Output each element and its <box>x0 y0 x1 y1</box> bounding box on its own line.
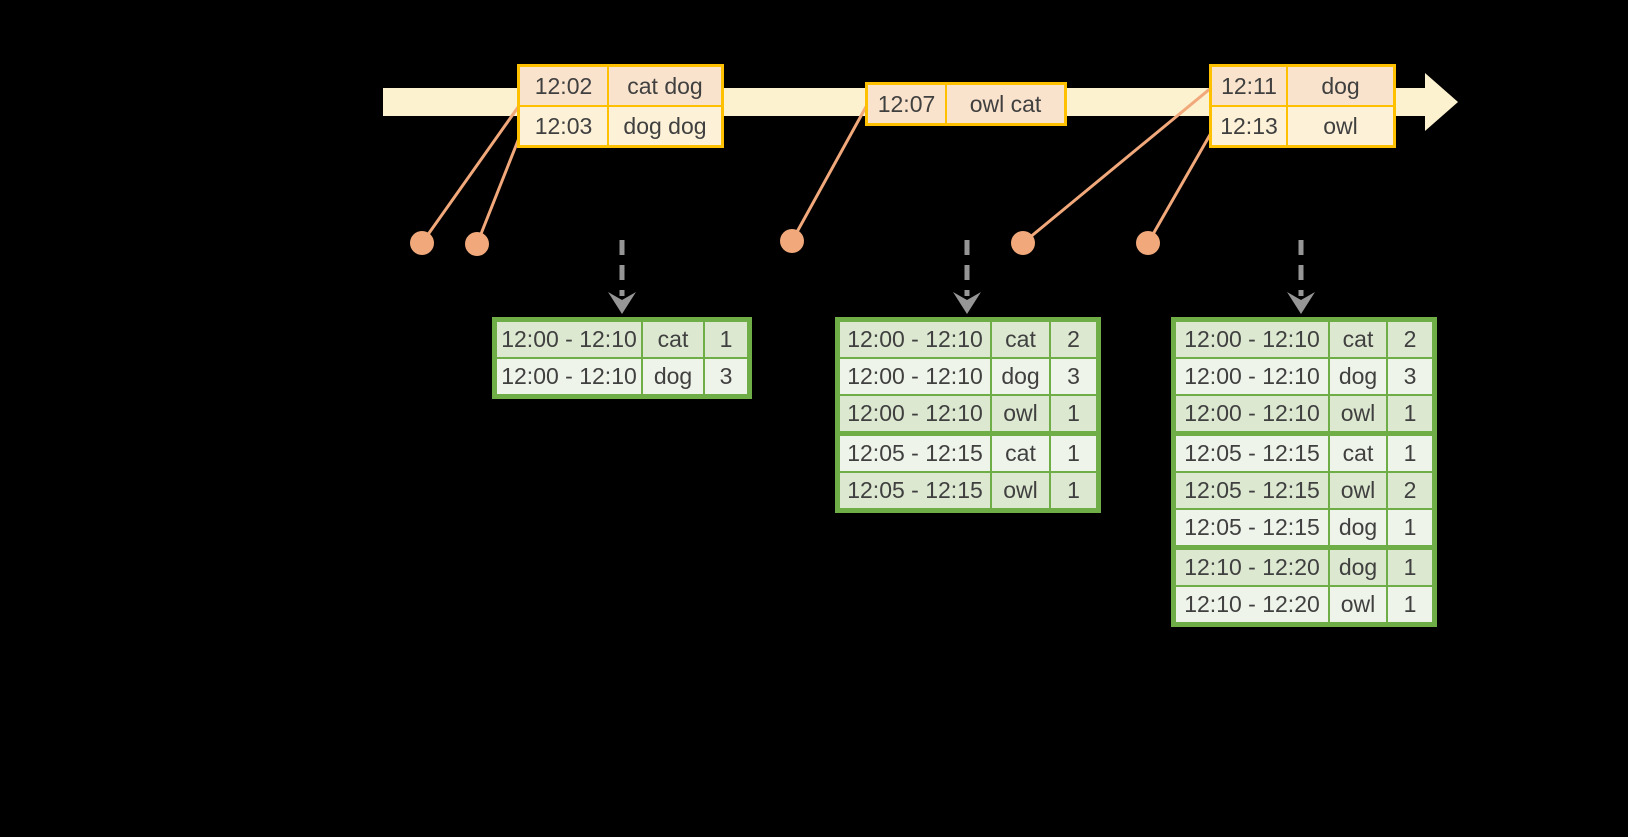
count-cell: 2 <box>1386 318 1436 359</box>
event-dot-icon <box>1136 231 1160 255</box>
event-words-cell: cat dog <box>607 64 724 107</box>
window-cell: 12:00 - 12:10 <box>493 357 643 398</box>
trigger-arrow-icon <box>608 240 636 314</box>
event-connector-lines <box>420 86 1213 245</box>
count-cell: 3 <box>1049 357 1100 396</box>
count-cell: 1 <box>1049 431 1100 473</box>
word-cell: dog <box>641 357 705 398</box>
event-time-cell: 12:02 <box>517 64 609 107</box>
event-words-cell: dog <box>1286 64 1396 107</box>
count-cell: 3 <box>703 357 751 398</box>
count-cell: 1 <box>1386 585 1436 626</box>
connector-line <box>475 132 523 245</box>
count-cell: 1 <box>703 318 751 359</box>
trigger-arrows <box>608 240 1315 314</box>
window-cell: 12:05 - 12:15 <box>836 431 992 473</box>
word-cell: dog <box>1328 545 1388 587</box>
count-cell: 1 <box>1386 545 1436 587</box>
event-words-cell: owl <box>1286 105 1396 148</box>
connector-line <box>1022 86 1212 245</box>
event-dot-icon <box>465 232 489 256</box>
word-cell: owl <box>990 394 1051 435</box>
event-dot-icon <box>780 229 804 253</box>
word-cell: owl <box>1328 394 1388 435</box>
window-cell: 12:00 - 12:10 <box>836 318 992 359</box>
word-cell: dog <box>1328 508 1388 549</box>
window-cell: 12:00 - 12:10 <box>836 357 992 396</box>
event-time-cell: 12:07 <box>865 82 947 126</box>
count-cell: 1 <box>1386 508 1436 549</box>
word-cell: owl <box>1328 585 1388 626</box>
word-cell: cat <box>990 431 1051 473</box>
word-cell: owl <box>1328 471 1388 510</box>
window-cell: 12:05 - 12:15 <box>1172 471 1330 510</box>
event-dots <box>410 229 1160 256</box>
event-words-cell: dog dog <box>607 105 724 148</box>
timeline-arrowhead-icon <box>1425 73 1458 131</box>
count-cell: 2 <box>1049 318 1100 359</box>
window-cell: 12:10 - 12:20 <box>1172 545 1330 587</box>
window-cell: 12:05 - 12:15 <box>1172 508 1330 549</box>
count-cell: 1 <box>1049 394 1100 435</box>
window-cell: 12:00 - 12:10 <box>1172 394 1330 435</box>
event-dot-icon <box>1011 231 1035 255</box>
word-cell: cat <box>641 318 705 359</box>
count-cell: 1 <box>1386 431 1436 473</box>
trigger-arrow-icon <box>953 240 981 314</box>
count-cell: 3 <box>1386 357 1436 396</box>
connector-line <box>420 102 523 244</box>
window-cell: 12:00 - 12:10 <box>1172 357 1330 396</box>
window-cell: 12:05 - 12:15 <box>836 471 992 512</box>
word-cell: dog <box>1328 357 1388 396</box>
window-cell: 12:00 - 12:10 <box>836 394 992 435</box>
count-cell: 1 <box>1386 394 1436 435</box>
event-words-cell: owl cat <box>945 82 1067 126</box>
event-time-cell: 12:11 <box>1209 64 1288 107</box>
event-time-cell: 12:03 <box>517 105 609 148</box>
connector-line <box>790 104 869 242</box>
word-cell: cat <box>1328 318 1388 359</box>
count-cell: 2 <box>1386 471 1436 510</box>
word-cell: cat <box>1328 431 1388 473</box>
count-cell: 1 <box>1049 471 1100 512</box>
word-cell: owl <box>990 471 1051 512</box>
word-cell: dog <box>990 357 1051 396</box>
window-cell: 12:10 - 12:20 <box>1172 585 1330 626</box>
window-cell: 12:00 - 12:10 <box>493 318 643 359</box>
trigger-arrow-icon <box>1287 240 1315 314</box>
word-cell: cat <box>990 318 1051 359</box>
connector-line <box>1146 132 1213 244</box>
window-cell: 12:00 - 12:10 <box>1172 318 1330 359</box>
event-time-cell: 12:13 <box>1209 105 1288 148</box>
window-cell: 12:05 - 12:15 <box>1172 431 1330 473</box>
event-dot-icon <box>410 231 434 255</box>
